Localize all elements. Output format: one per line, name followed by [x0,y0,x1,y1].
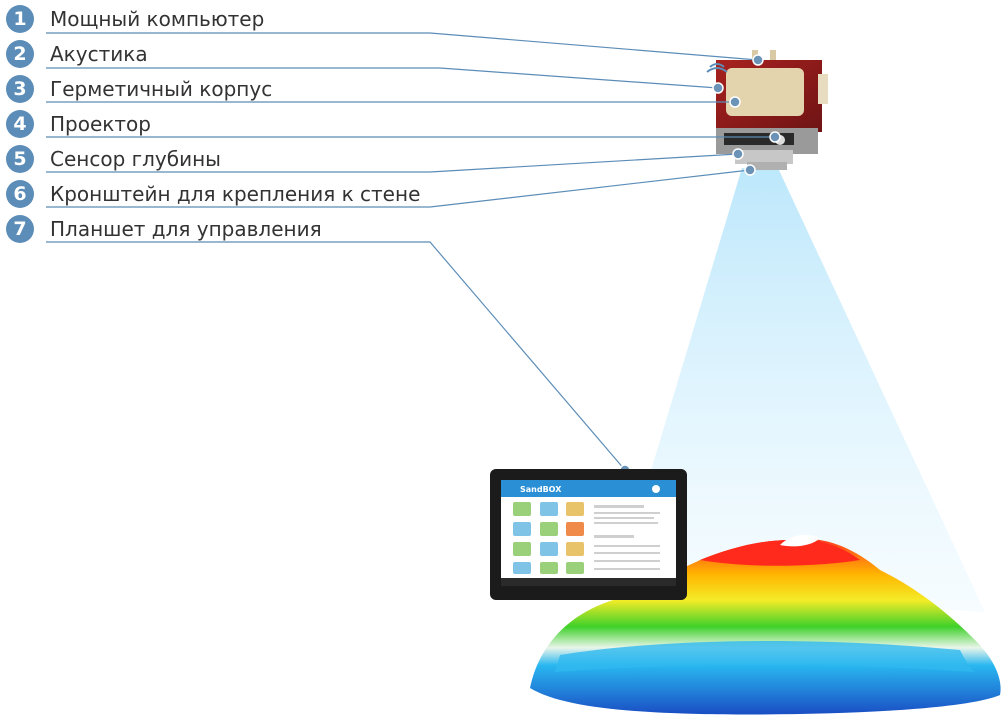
wifi-icon [706,63,728,73]
legend-item-1: 1 Мощный компьютер [6,4,264,34]
number-badge: 6 [6,180,34,208]
legend-label: Кронштейн для крепления к стене [50,182,421,206]
legend-item-6: 6 Кронштейн для крепления к стене [6,179,420,209]
legend-label: Мощный компьютер [50,7,265,31]
legend-item-2: 2 Акустика [6,39,148,69]
legend-label: Герметичный корпус [50,77,273,101]
wall-bracket [747,162,787,170]
number-badge: 2 [6,40,34,68]
projection-beam [615,168,985,612]
legend-label: Сенсор глубины [50,147,221,171]
tablet-app-title: SandBOX [520,485,562,494]
legend-item-4: 4 Проектор [6,109,151,139]
leader-lines [46,32,775,471]
terrain-island [530,534,1001,715]
legend-label: Проектор [50,112,151,136]
legend-item-5: 5 Сенсор глубины [6,144,221,174]
legend-label: Акустика [50,42,148,66]
number-badge: 5 [6,145,34,173]
control-tablet: SandBOX [490,469,687,600]
speaker-grille [726,68,804,116]
legend-item-3: 3 Герметичный корпус [6,74,272,104]
legend-item-7: 7 Планшет для управления [6,214,322,244]
depth-sensor [735,150,793,164]
number-badge: 4 [6,110,34,138]
legend-label: Планшет для управления [50,217,322,241]
number-badge: 7 [6,215,34,243]
sandbox-device [706,50,828,170]
number-badge: 3 [6,75,34,103]
number-badge: 1 [6,5,34,33]
